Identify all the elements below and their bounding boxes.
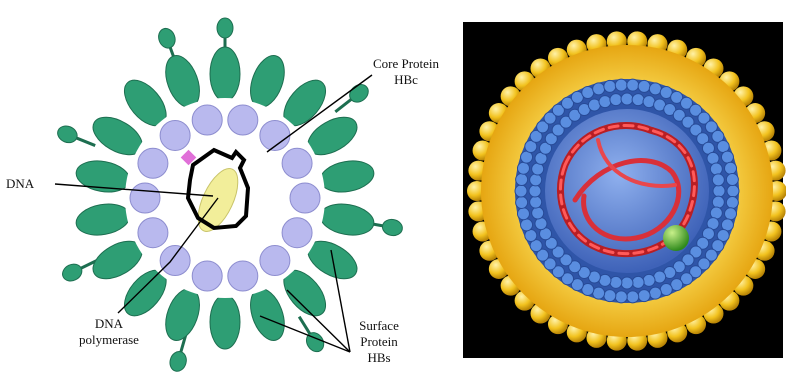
capsid-subunit xyxy=(521,219,533,231)
capsid-subunit xyxy=(529,185,541,197)
capsid-subunit xyxy=(726,174,738,186)
capsid-subunit xyxy=(649,83,661,95)
capsid-subunit xyxy=(725,162,737,174)
capsid-subunit xyxy=(632,276,644,288)
capsid-subunit xyxy=(712,196,724,208)
capsid-subunit xyxy=(604,290,616,302)
capsid-subunit xyxy=(638,290,650,302)
capsid-subunit xyxy=(515,185,527,197)
capsid-subunit xyxy=(615,291,627,303)
capsid-subunit xyxy=(517,162,529,174)
capsid-subunit xyxy=(627,291,639,303)
capsid-subunit xyxy=(532,207,544,219)
capsid-subunit xyxy=(632,94,644,106)
capsid-subunit xyxy=(599,96,611,108)
capsid-subunit xyxy=(660,283,672,295)
capsid-core xyxy=(545,109,709,273)
capsid-subunit xyxy=(517,208,529,220)
capsid-subunit xyxy=(638,80,650,92)
capsid-subunit xyxy=(593,83,605,95)
capsid-subunit xyxy=(621,277,633,289)
polymerase-sphere xyxy=(663,225,689,251)
capsid-subunit xyxy=(530,174,542,186)
capsid-subunit xyxy=(530,196,542,208)
capsid-subunit xyxy=(627,79,639,91)
capsid-subunit xyxy=(621,93,633,105)
capsid-subunit xyxy=(610,94,622,106)
capsid-subunit xyxy=(610,276,622,288)
capsid-subunit xyxy=(615,79,627,91)
capsid-subunit xyxy=(725,208,737,220)
capsid-subunit xyxy=(712,174,724,186)
capsid-subunit xyxy=(516,174,528,186)
capsid-subunit xyxy=(721,151,733,163)
capsid-subunit xyxy=(643,274,655,286)
capsid-subunit xyxy=(582,87,594,99)
capsid-subunit xyxy=(713,185,725,197)
capsid-subunit xyxy=(604,80,616,92)
capsid-subunit xyxy=(593,287,605,299)
capsid-subunit xyxy=(516,196,528,208)
capsid-subunit xyxy=(726,196,738,208)
capsid-subunit xyxy=(649,287,661,299)
capsid-subunit xyxy=(727,185,739,197)
capsid-subunit xyxy=(710,163,722,175)
